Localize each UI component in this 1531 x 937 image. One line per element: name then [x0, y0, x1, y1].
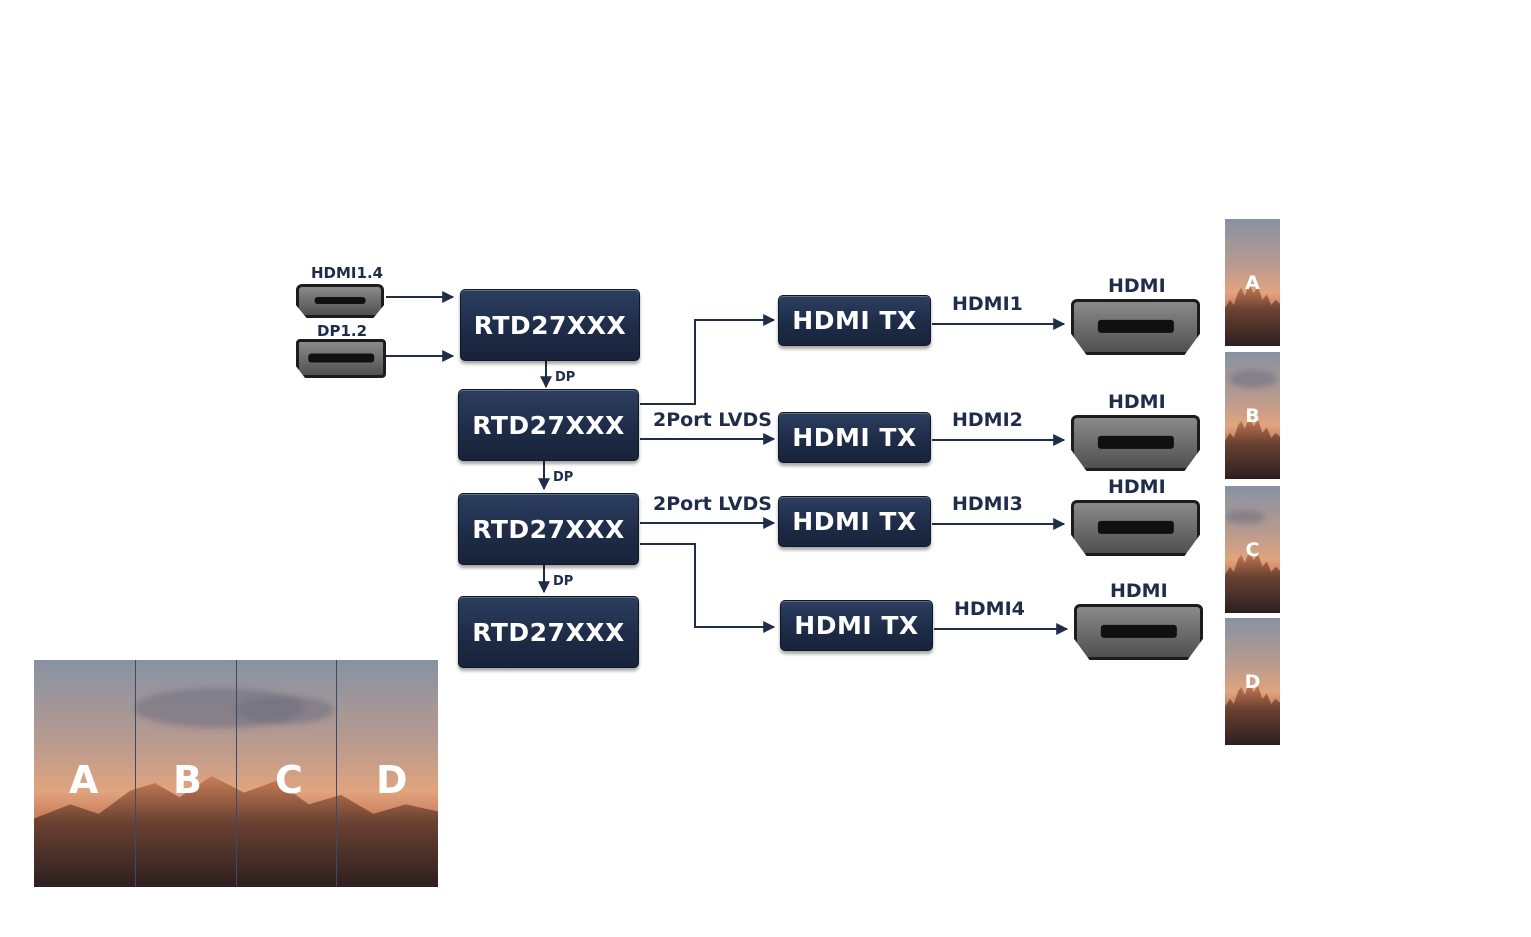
dp-input-label: DP1.2: [317, 322, 368, 340]
segment-letter-d: D: [1244, 670, 1261, 693]
panorama-letter-a: A: [69, 758, 99, 802]
panorama-letter-b: B: [173, 758, 202, 802]
hdmi-port-label-3: HDMI: [1108, 476, 1166, 498]
segment-image-a: A: [1225, 219, 1280, 346]
lvds-label-2: 2Port LVDS: [653, 493, 772, 515]
segment-image-c: C: [1225, 486, 1280, 613]
hdmi-tx-4: HDMI TX: [780, 600, 933, 651]
chip-rtd-4: RTD27XXX: [458, 596, 639, 668]
hdmi-port-label-2: HDMI: [1108, 391, 1166, 413]
dp-link-label-3: DP: [553, 574, 574, 589]
hdmi-out-label-2: HDMI2: [952, 409, 1023, 431]
hdmi-out-label-4: HDMI4: [954, 598, 1025, 620]
hdmi-tx-3: HDMI TX: [778, 496, 931, 547]
hdmi-out-label-1: HDMI1: [952, 293, 1023, 315]
hdmi-output-port-icon-4: [1074, 604, 1203, 660]
panorama-letter-d: D: [376, 758, 408, 802]
hdmi-output-port-icon-2: [1071, 415, 1200, 471]
chip-rtd-1: RTD27XXX: [460, 289, 640, 361]
panorama-letter-c: C: [275, 758, 303, 802]
hdmi-tx-1: HDMI TX: [778, 295, 931, 346]
hdmi-output-port-icon-3: [1071, 500, 1200, 556]
segment-image-d: D: [1225, 618, 1280, 745]
wire-chip2-tx1: [640, 314, 776, 405]
panorama-divider-1: [135, 660, 136, 887]
hdmi-output-port-icon-1: [1071, 299, 1200, 355]
segment-letter-b: B: [1245, 404, 1260, 427]
hdmi-port-label-1: HDMI: [1108, 275, 1166, 297]
wire-chip3-tx4: [640, 543, 776, 633]
panorama-image: A B C D: [34, 660, 438, 887]
segment-image-b: B: [1225, 352, 1280, 479]
chip-rtd-3: RTD27XXX: [458, 493, 639, 565]
segment-letter-a: A: [1245, 271, 1260, 294]
chip-rtd-2: RTD27XXX: [458, 389, 639, 461]
hdmi-input-port-icon: [296, 284, 384, 318]
dp-link-label-1: DP: [555, 370, 576, 385]
dp-input-port-icon: [296, 339, 386, 378]
dp-link-label-2: DP: [553, 470, 574, 485]
panorama-divider-2: [236, 660, 237, 887]
hdmi-tx-2: HDMI TX: [778, 412, 931, 463]
lvds-label-1: 2Port LVDS: [653, 409, 772, 431]
hdmi-input-label: HDMI1.4: [311, 264, 384, 282]
hdmi-port-label-4: HDMI: [1110, 580, 1168, 602]
segment-letter-c: C: [1245, 538, 1260, 561]
panorama-divider-3: [336, 660, 337, 887]
hdmi-out-label-3: HDMI3: [952, 493, 1023, 515]
